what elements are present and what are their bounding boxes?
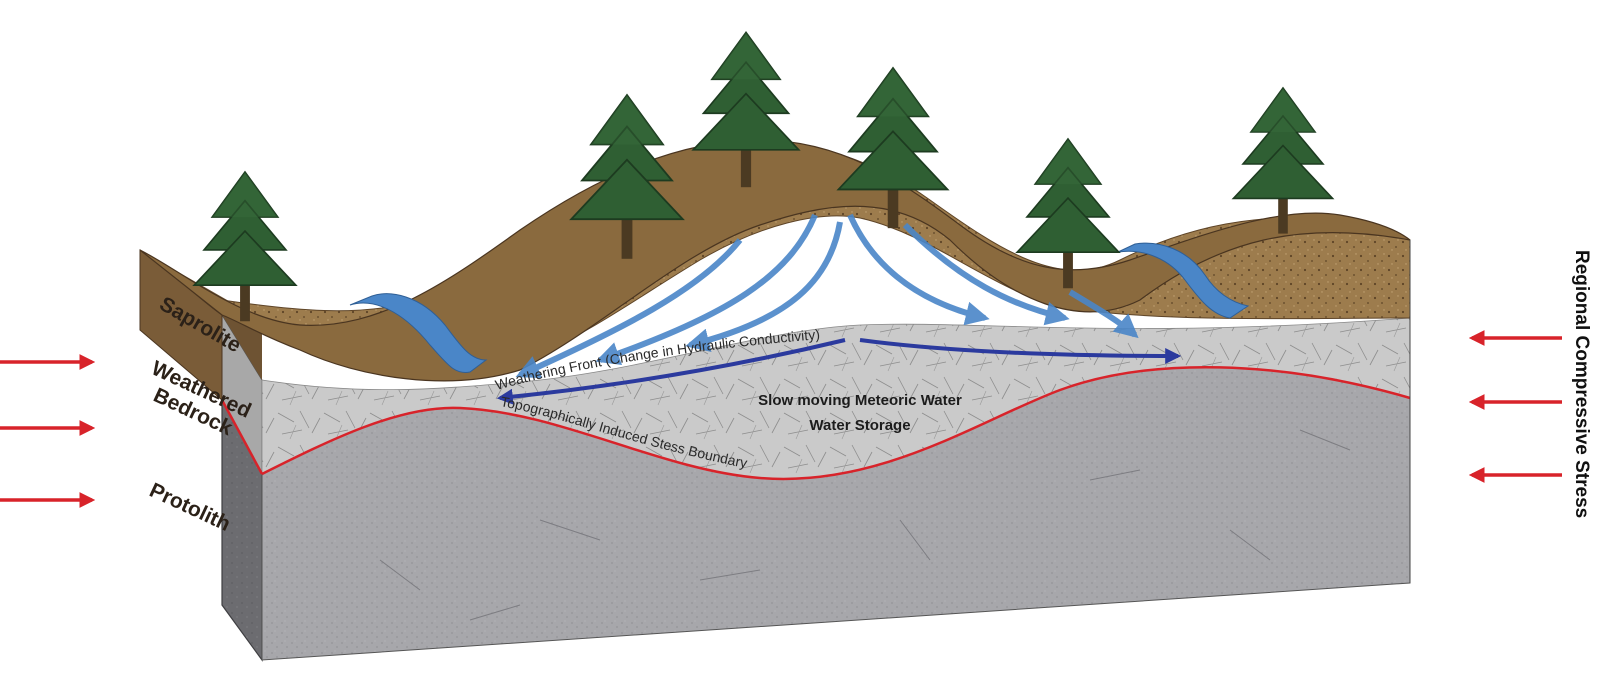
lateral-flow-arrows	[496, 338, 1182, 405]
conifer-tree-icon	[1232, 87, 1334, 235]
stress-boundary-front	[220, 399, 264, 475]
infiltration-arrows	[515, 213, 1139, 379]
meteoric-water-label: Slow moving Meteoric Water	[758, 392, 962, 409]
soil-top-surface	[139, 139, 1411, 382]
stress-boundary-line	[261, 365, 1411, 481]
right-stress-arrows	[1468, 330, 1562, 483]
stream-icon	[349, 293, 488, 374]
water-storage-label: Water Storage	[809, 417, 910, 434]
stream-icon	[1117, 242, 1250, 319]
regional-stress-label: Regional Compressive Stress	[1571, 250, 1592, 518]
protolith-fractures	[379, 429, 1351, 621]
protolith-label: Protolith	[146, 479, 234, 536]
left-stress-arrows	[0, 354, 96, 508]
